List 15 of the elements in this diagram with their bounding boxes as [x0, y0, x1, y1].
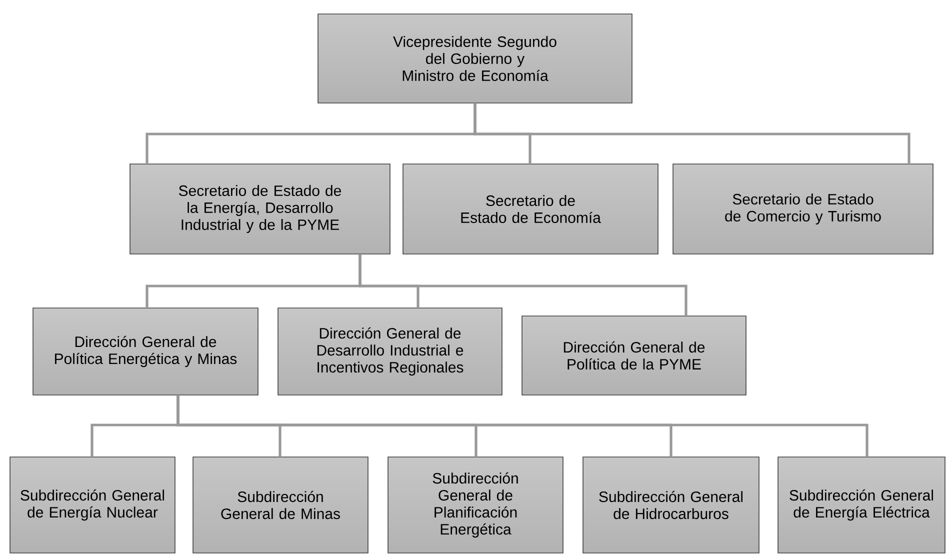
connector: [358, 254, 688, 316]
connector: [474, 103, 910, 164]
org-box: Secretario de Estado de Economía: [402, 164, 658, 254]
org-box: Dirección General de Política Energética y Minas: [32, 308, 258, 396]
org-box: Dirección General de Política de la PYME: [522, 316, 746, 396]
org-box: Subdirección General de Energía Nuclear: [10, 456, 176, 554]
org-box: Secretario de Estado de la Energía, Desarrollo Industrial y de la PYME: [130, 164, 390, 254]
connector: [176, 395, 868, 457]
org-box: Dirección General de Desarrollo Industrial e Incentivos Regionales: [278, 308, 502, 396]
org-box: Vicepresidente Segundo del Gobierno y Ministro de Economía: [318, 14, 632, 104]
org-box: Secretario de Estado de Comercio y Turismo: [672, 164, 934, 254]
org-box: Subdirección General de Planificación Energética: [388, 456, 564, 554]
org-box: Subdirección General de Minas: [192, 456, 368, 554]
org-box: Subdirección General de Energía Eléctrica: [778, 456, 946, 554]
org-box: Subdirección General de Hidrocarburos: [582, 456, 760, 554]
